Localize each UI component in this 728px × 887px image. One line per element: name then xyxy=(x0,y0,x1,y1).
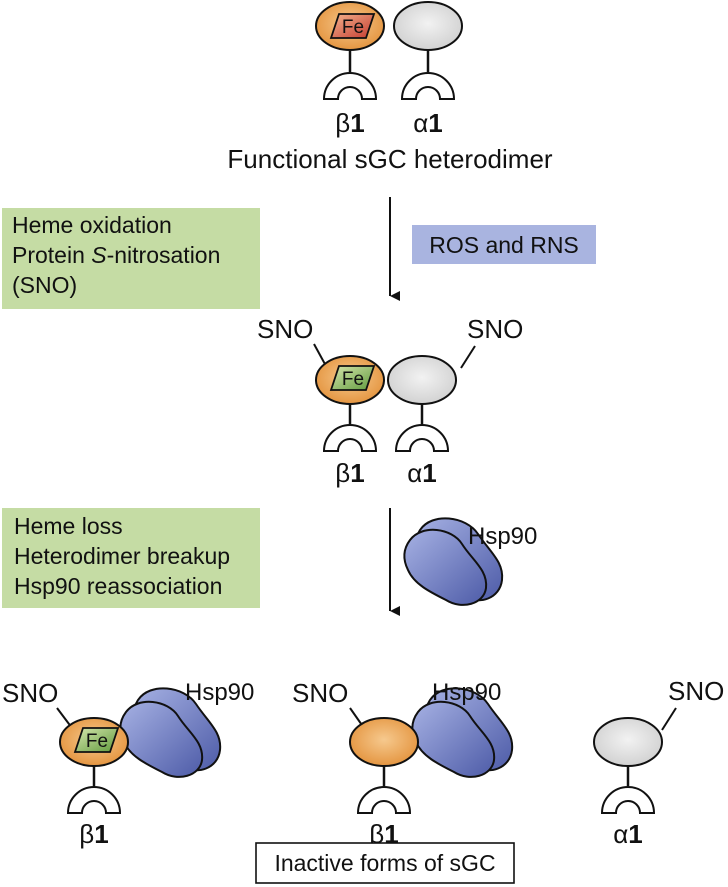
step2-line-3: Hsp90 reassociation xyxy=(14,573,222,599)
bottom-center-beta-label: β1 xyxy=(369,819,398,849)
inactive-forms-caption: Inactive forms of sGC xyxy=(255,842,515,884)
middle-heterodimer: SNO SNO Fe β1 α1 xyxy=(257,314,523,488)
bottom-left-fe-label: Fe xyxy=(86,731,108,752)
step2-line-2: Heterodimer breakup xyxy=(14,543,230,569)
bottom-right-sno: SNO xyxy=(668,676,724,706)
middle-heme-group: Fe xyxy=(329,365,376,391)
middle-alpha-label: α1 xyxy=(407,458,437,488)
bottom-left-complex: SNO Hsp90 Fe β1 xyxy=(2,678,254,849)
step2-line-1: Heme loss xyxy=(14,513,123,539)
middle-beta-label: β1 xyxy=(335,458,364,488)
bottom-center-beta-subunit xyxy=(349,717,419,814)
middle-fe-label: Fe xyxy=(342,369,364,390)
middle-alpha-subunit xyxy=(387,355,457,452)
free-hsp90-label: Hsp90 xyxy=(468,523,537,550)
bottom-left-hsp90: Hsp90 xyxy=(119,679,254,778)
top-alpha-label: α1 xyxy=(413,108,443,138)
step1-conditions-box: Heme oxidation Protein S-nitrosation (SN… xyxy=(2,208,260,309)
inactive-forms-label: Inactive forms of sGC xyxy=(274,850,495,876)
middle-sno-left: SNO xyxy=(257,314,313,344)
step2-conditions-box: Heme loss Heterodimer breakup Hsp90 reas… xyxy=(2,508,260,608)
bottom-center-hsp90: Hsp90 xyxy=(411,679,514,778)
free-hsp90-protein: Hsp90 xyxy=(403,517,537,606)
top-caption: Functional sGC heterodimer xyxy=(227,144,552,174)
top-fe-label: Fe xyxy=(342,17,364,38)
bottom-center-sno: SNO xyxy=(292,678,348,708)
bottom-right-alpha-subunit xyxy=(593,717,663,814)
middle-sno-right: SNO xyxy=(467,314,523,344)
bottom-left-heme-group: Fe xyxy=(73,727,120,753)
top-heterodimer: Fe β1 α1 Functional sGC heterodimer xyxy=(227,1,553,174)
bottom-left-beta-label: β1 xyxy=(79,819,108,849)
step1-line-1: Heme oxidation xyxy=(12,212,172,238)
bottom-left-hsp-label: Hsp90 xyxy=(185,679,254,706)
ros-rns-label: ROS and RNS xyxy=(429,232,579,258)
bottom-right-complex: SNO α1 xyxy=(593,676,724,849)
bottom-center-complex: SNO Hsp90 β1 xyxy=(292,678,514,849)
bottom-right-alpha-label: α1 xyxy=(613,819,643,849)
step1-line-3: (SNO) xyxy=(12,272,77,298)
bottom-center-hsp-label: Hsp90 xyxy=(432,679,501,706)
step1-line-2: Protein S-nitrosation xyxy=(12,242,220,268)
bottom-left-sno: SNO xyxy=(2,678,58,708)
top-heme-group: Fe xyxy=(329,13,376,39)
top-alpha-subunit xyxy=(393,1,463,100)
ros-rns-box: ROS and RNS xyxy=(412,225,596,264)
top-beta-label: β1 xyxy=(335,108,364,138)
